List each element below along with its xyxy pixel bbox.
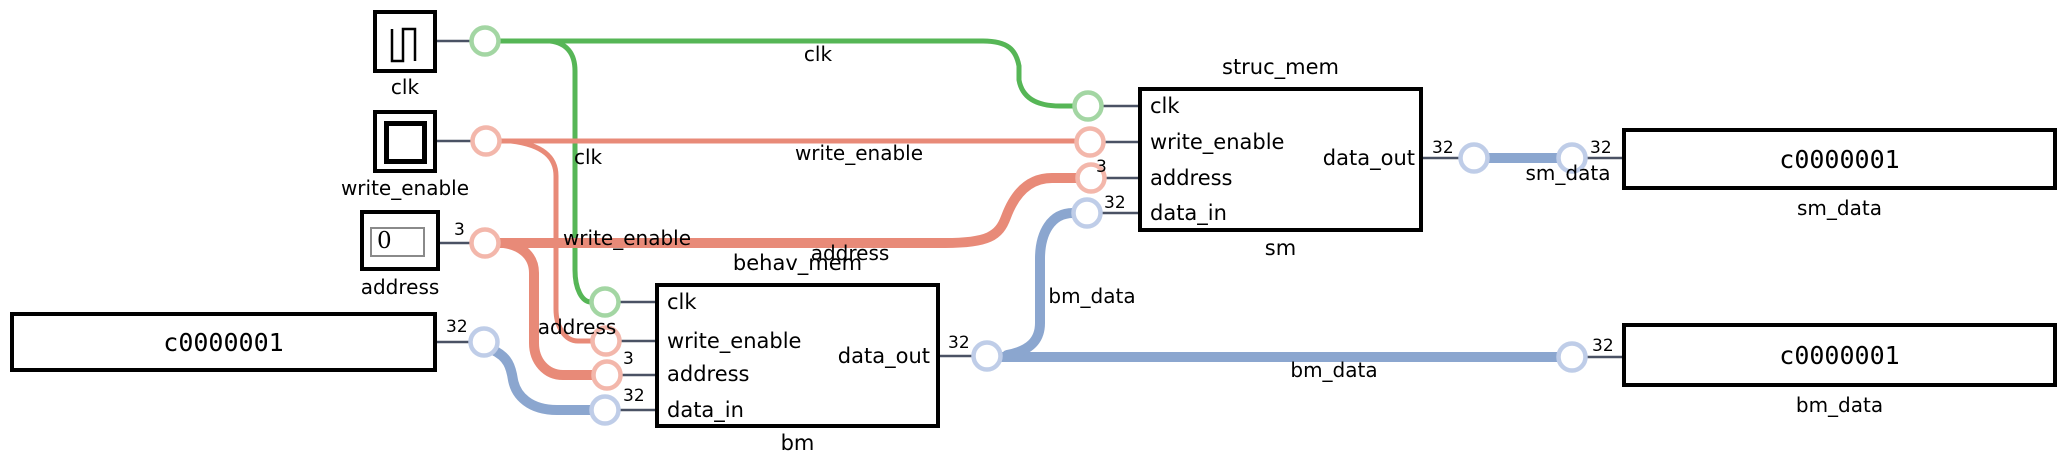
bus-width-sm-data-in: 32	[1104, 193, 1126, 213]
bm-port-address: address	[667, 362, 750, 386]
bus-width-bm-data-out: 32	[948, 333, 970, 353]
bm-port-data-in: data_in	[667, 398, 744, 422]
address-value-input[interactable]: 0	[370, 227, 425, 257]
bm-instance-label: bm	[780, 431, 815, 455]
wire-label-bm-data-branch: bm_data	[1048, 284, 1136, 308]
sm-data-value: c0000001	[1779, 144, 1900, 174]
write-enable-button-box[interactable]	[373, 110, 437, 173]
sm-port-data-out: data_out	[1322, 146, 1415, 170]
sm-port-address: address	[1150, 166, 1233, 190]
bm-module-box[interactable]	[655, 283, 940, 428]
sm-module-box[interactable]	[1138, 87, 1423, 232]
bm-port-data-out: data_out	[837, 344, 930, 368]
sm-port-data-in: data_in	[1150, 201, 1227, 225]
sm-data-output-caption: sm_data	[1797, 196, 1882, 220]
write-enable-source-caption: write_enable	[340, 176, 470, 200]
sm-port-write-enable: write_enable	[1150, 130, 1285, 154]
bus-width-bm-data-in: 32	[623, 386, 645, 406]
wire-label-address-branch: address	[537, 315, 617, 339]
bus-width-sm-address: 3	[1096, 157, 1107, 177]
bus-width-sm-data-link: 32	[1590, 138, 1612, 158]
button-icon	[384, 121, 427, 164]
bus-width-sm-data-out: 32	[1432, 138, 1454, 158]
bus-width-constant-source: 32	[446, 317, 468, 337]
clk-source-caption: clk	[390, 75, 420, 99]
data-net-wires	[488, 153, 1563, 415]
clk-net-wire	[496, 38, 1077, 305]
bm-module-title: behav_mem	[732, 251, 863, 275]
bm-data-value: c0000001	[1779, 340, 1900, 370]
port-stubs	[437, 39, 1622, 412]
bm-port-write-enable: write_enable	[667, 329, 802, 353]
bus-width-address-source: 3	[454, 220, 465, 240]
bus-width-bm-address: 3	[623, 349, 634, 369]
sm-module-title: struc_mem	[1222, 55, 1339, 79]
clock-waveform-icon	[390, 27, 417, 63]
bm-data-output-box: c0000001	[1622, 323, 2057, 387]
sm-instance-label: sm	[1264, 236, 1297, 260]
wire-label-sm-data: sm_data	[1525, 161, 1611, 185]
wire-label-address-top: address	[810, 241, 890, 265]
bm-data-output-caption: bm_data	[1795, 393, 1884, 417]
address-source-box[interactable]: 0	[360, 210, 440, 271]
constant-value: c0000001	[163, 327, 284, 357]
wire-label-clk-branch: clk	[574, 145, 603, 169]
wire-label-clk-top: clk	[803, 42, 833, 66]
constant-input-box: c0000001	[10, 312, 437, 372]
sm-data-output-box: c0000001	[1622, 128, 2057, 190]
wire-vertex-handles[interactable]	[468, 25, 1588, 426]
bus-width-bm-data-link: 32	[1592, 336, 1614, 356]
wire-label-write-enable-branch: write_enable	[562, 226, 692, 250]
wire-label-bm-data-main: bm_data	[1290, 358, 1378, 382]
clk-source-box[interactable]	[373, 10, 437, 73]
address-source-caption: address	[360, 275, 440, 299]
sm-port-clk: clk	[1150, 94, 1180, 118]
bm-port-clk: clk	[667, 290, 697, 314]
address-net-wire	[494, 173, 1082, 380]
wire-label-write-enable-top: write_enable	[794, 141, 924, 165]
